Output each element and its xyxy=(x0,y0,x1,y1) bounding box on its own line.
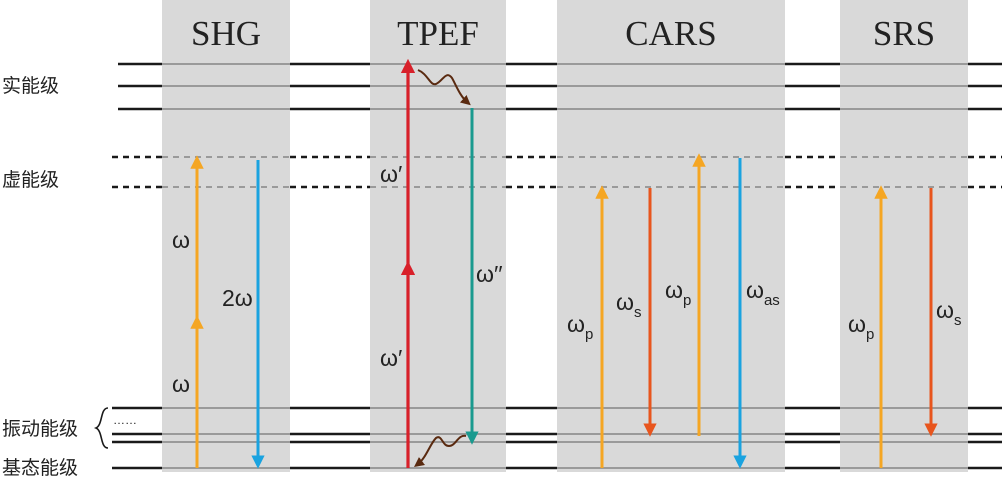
label-real-level: 实能级 xyxy=(2,75,59,97)
vibrational-brace-icon xyxy=(93,407,109,449)
cars-transitions: ωp ωs ωp ωas xyxy=(567,153,780,469)
panels xyxy=(162,0,968,472)
cars-label-omega-s: ωs xyxy=(616,289,641,321)
panel-srs xyxy=(840,0,968,472)
tpef-relaxation-lower-icon xyxy=(414,434,467,468)
srs-transitions: ωp ωs xyxy=(848,185,961,468)
srs-label-omega-s: ωs xyxy=(936,297,961,329)
tpef-label-omega-double-prime: ω′′ xyxy=(476,261,503,287)
label-virtual-level: 虚能级 xyxy=(2,169,59,191)
panel-shg xyxy=(162,0,290,472)
energy-levels xyxy=(112,62,1002,470)
cars-label-omega-p-2: ωp xyxy=(665,277,691,309)
tpef-relaxation-upper-icon xyxy=(417,69,471,106)
shg-label-omega-top: ω xyxy=(172,227,190,253)
tpef-label-omega-prime-top: ω′ xyxy=(380,161,402,187)
panel-tpef xyxy=(370,0,506,472)
level-labels: 实能级 虚能级 振动能级 基态能级 …… xyxy=(2,75,137,479)
panel-cars xyxy=(557,0,785,472)
shg-label-omega-bottom: ω xyxy=(172,371,190,397)
srs-label-omega-p: ωp xyxy=(848,311,874,343)
shg-label-2omega: 2ω xyxy=(222,285,253,311)
tpef-transitions: ω′ ω′ ω′′ xyxy=(380,58,503,468)
cars-label-omega-p-1: ωp xyxy=(567,311,593,343)
panel-title-shg: SHG xyxy=(191,14,261,53)
cars-label-omega-as: ωas xyxy=(746,277,780,309)
label-vibrational-level: 振动能级 xyxy=(2,418,78,440)
panel-title-srs: SRS xyxy=(873,14,935,53)
shg-transitions: ω ω 2ω xyxy=(172,155,265,469)
panel-titles: SHG TPEF CARS SRS xyxy=(191,14,935,53)
panel-title-cars: CARS xyxy=(625,14,716,53)
tpef-label-omega-prime-bottom: ω′ xyxy=(380,345,402,371)
label-ground-level: 基态能级 xyxy=(2,457,78,479)
label-dots: …… xyxy=(113,413,137,427)
panel-title-tpef: TPEF xyxy=(397,14,479,53)
